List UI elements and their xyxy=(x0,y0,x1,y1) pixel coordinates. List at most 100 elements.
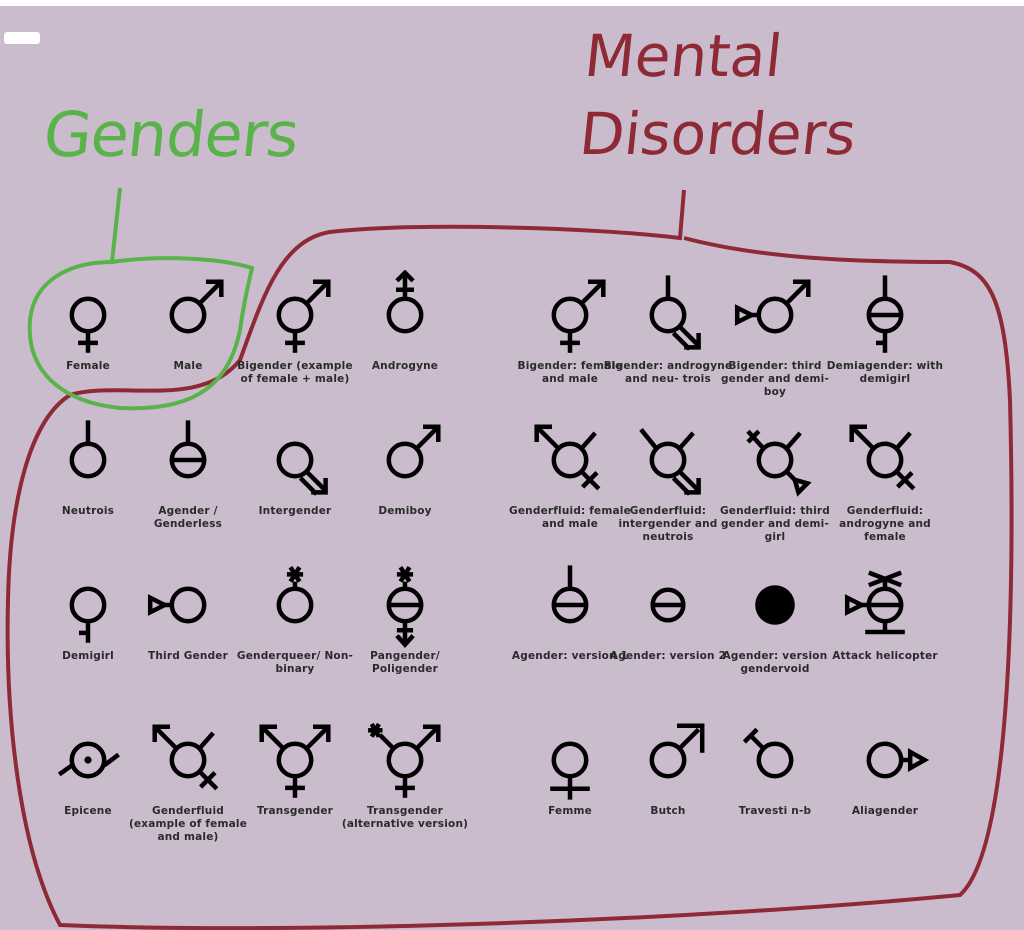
symbol-item: Butch xyxy=(603,715,733,818)
symbol-item: Male xyxy=(123,270,253,373)
symbol-item: Agender / Genderless xyxy=(123,415,253,531)
symbol-item: Third Gender xyxy=(123,560,253,663)
bigender-androgyne-neutrois-icon xyxy=(649,275,701,351)
symbol-item: Transgender (alternative version) xyxy=(340,715,470,831)
symbol-label: Femme xyxy=(548,805,592,817)
genders-label: Genders xyxy=(40,98,302,171)
third-gender-symbol-icon xyxy=(147,586,207,624)
symbol-item: Neutrois xyxy=(23,415,153,518)
genderfluid-intergender-neutrois-icon xyxy=(639,427,701,496)
symbol-item: Bigender: third gender and demi- boy xyxy=(710,270,840,399)
genderqueer-symbol-icon xyxy=(276,566,314,624)
symbol-label: Transgender (alternative version) xyxy=(341,805,469,830)
genders-outline xyxy=(27,187,255,411)
genderfluid-androgyne-female-icon xyxy=(849,424,916,491)
symbol-label: Agender: version 1 xyxy=(511,650,629,662)
top-edge xyxy=(0,0,1024,6)
demiagender-icon xyxy=(866,275,904,353)
symbol-label: Aliagender xyxy=(851,805,919,817)
symbol-item: Genderfluid (example of female and male) xyxy=(123,715,253,844)
symbol-item: Intergender xyxy=(230,415,360,518)
symbol-label: Neutrois xyxy=(61,505,115,517)
epicene-symbol-icon xyxy=(57,741,120,779)
bigender-third-demiboy-icon xyxy=(734,279,811,334)
mental-label-line2: Disorders xyxy=(576,100,860,168)
symbol-label: Male xyxy=(173,360,203,372)
symbol-label: Demiagender: with demigirl xyxy=(826,360,944,385)
symbol-label: Agender / Genderless xyxy=(153,505,223,530)
symbol-item: Pangender/ Poligender xyxy=(340,560,470,676)
symbol-label: Genderfluid: third gender and demi- girl xyxy=(719,505,831,543)
symbol-item: Genderfluid: intergender and neutrois xyxy=(603,415,733,544)
symbol-label: Intergender xyxy=(258,505,332,517)
demigirl-symbol-icon xyxy=(69,586,107,643)
symbol-label: Androgyne xyxy=(371,360,439,372)
symbol-label: Travesti n-b xyxy=(738,805,812,817)
femme-symbol-icon xyxy=(550,741,590,800)
aliagender-symbol-icon xyxy=(866,741,930,779)
mental-disorders-outline xyxy=(5,189,1014,930)
symbol-item: Bigender: androgyne and neu- trois xyxy=(603,270,733,386)
symbol-item: Agender: version 1 xyxy=(505,560,635,663)
butch-symbol-icon xyxy=(649,723,705,779)
travesti-symbol-icon xyxy=(742,727,794,779)
symbol-label: Genderqueer/ Non-binary xyxy=(236,650,354,675)
genderfluid-third-demigirl-icon xyxy=(746,429,812,497)
symbol-label: Attack helicopter xyxy=(832,650,938,662)
symbol-label: Genderfluid: androgyne and female xyxy=(839,505,931,543)
agender-v1-icon xyxy=(551,565,589,624)
symbol-item: Female xyxy=(23,270,153,373)
symbol-item: Bigender (example of female + male) xyxy=(230,270,360,386)
symbol-label: Bigender: androgyne and neu- trois xyxy=(603,360,733,385)
female-symbol-icon xyxy=(69,296,107,353)
symbol-label: Demiboy xyxy=(378,505,432,517)
symbol-item: Attack helicopter xyxy=(820,560,950,663)
pangender-symbol-icon xyxy=(386,566,424,648)
genderfluid-female-male-icon xyxy=(534,424,601,491)
genderfluid-symbol-icon xyxy=(152,724,219,791)
symbol-label: Agender: version gendervoid xyxy=(722,650,828,675)
neutrois-symbol-icon xyxy=(69,420,107,479)
symbol-item: Androgyne xyxy=(340,270,470,373)
symbol-item: Transgender xyxy=(230,715,360,818)
symbol-label: Third Gender xyxy=(147,650,229,662)
symbol-item: Demigirl xyxy=(23,560,153,663)
male-symbol-icon xyxy=(169,279,224,334)
symbol-label: Epicene xyxy=(64,805,112,817)
symbol-label: Agender: version 2 xyxy=(609,650,727,662)
symbol-item: Agender: version gendervoid xyxy=(710,560,840,676)
symbol-item: Epicene xyxy=(23,715,153,818)
symbol-label: Bigender: third gender and demi- boy xyxy=(720,360,830,398)
bigender-female-male-icon xyxy=(551,279,606,353)
window-handle xyxy=(4,32,40,44)
agender-symbol-icon xyxy=(169,420,207,479)
symbol-label: Transgender xyxy=(256,805,334,817)
symbol-label: Female xyxy=(66,360,110,372)
agender-v2-icon xyxy=(650,587,686,623)
bigender-symbol-icon xyxy=(276,279,331,353)
gendervoid-icon xyxy=(755,585,795,625)
symbol-item: Genderqueer/ Non-binary xyxy=(230,560,360,676)
symbol-label: Butch xyxy=(650,805,686,817)
symbol-label: Genderfluid (example of female and male) xyxy=(128,805,248,843)
symbol-item: Travesti n-b xyxy=(710,715,840,818)
demiboy-symbol-icon xyxy=(386,424,441,479)
symbol-item: Genderfluid: third gender and demi- girl xyxy=(710,415,840,544)
symbol-item: Agender: version 2 xyxy=(603,560,733,663)
mental-label-line1: Mental xyxy=(581,22,786,90)
symbol-item: Femme xyxy=(505,715,635,818)
symbol-label: Genderfluid: intergender and neutrois xyxy=(618,505,718,543)
attack-helicopter-icon xyxy=(844,570,905,635)
symbol-label: Pangender/ Poligender xyxy=(370,650,440,675)
transgender-alt-symbol-icon xyxy=(368,722,441,798)
symbol-item: Genderfluid: female and male xyxy=(505,415,635,531)
symbol-item: Bigender: female and male xyxy=(505,270,635,386)
symbol-label: Bigender: female and male xyxy=(517,360,623,385)
symbol-item: Aliagender xyxy=(820,715,950,818)
symbol-label: Demigirl xyxy=(62,650,114,662)
symbol-label: Bigender (example of female + male) xyxy=(237,360,353,385)
symbol-item: Genderfluid: androgyne and female xyxy=(820,415,950,544)
intergender-symbol-icon xyxy=(276,441,328,496)
